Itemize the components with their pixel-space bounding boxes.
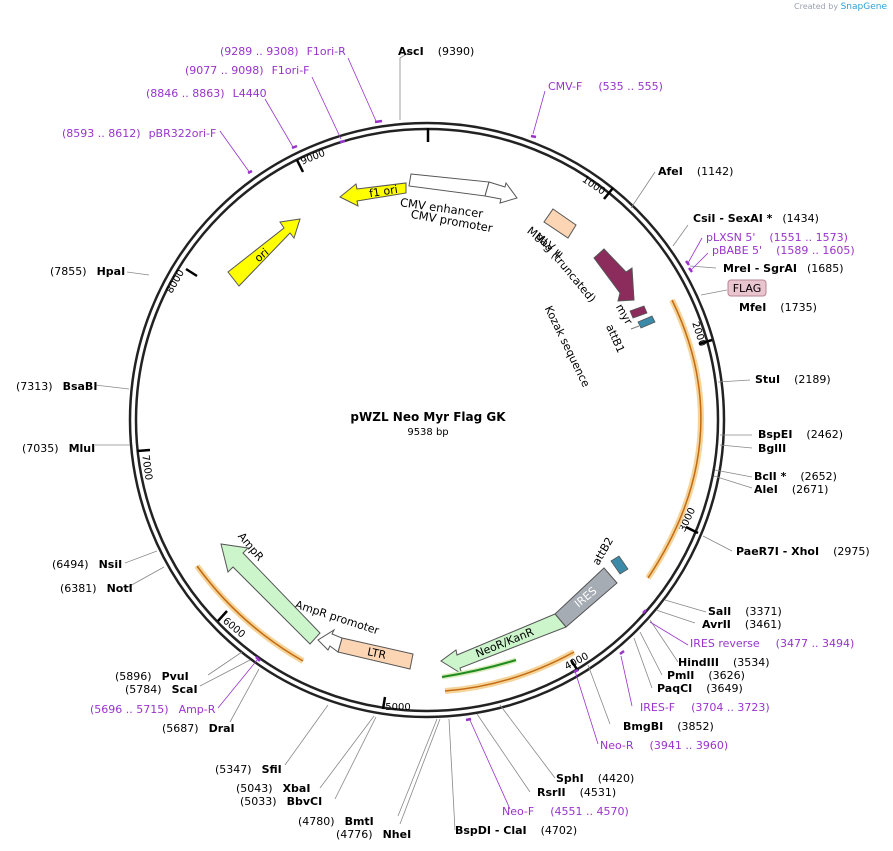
enzyme-label: (7313)BsaBI	[16, 380, 97, 393]
snapgene-logo: SnapGene	[840, 2, 887, 12]
cmv-promoter-arrow	[484, 181, 518, 204]
kozak-marker	[630, 325, 640, 330]
snapgene-credit: Created by SnapGene	[794, 2, 887, 12]
enzyme-label: (5687)DraI	[162, 722, 235, 735]
f1-ori-arrow	[339, 182, 407, 207]
primer-label: (9077 .. 9098)F1ori-F	[185, 64, 310, 77]
leader-lines	[94, 51, 753, 831]
neo-primer-arrow-line	[441, 659, 517, 678]
enzyme-label: PaqCI(3649)	[657, 682, 743, 695]
neor-kanr-arrow	[440, 613, 567, 676]
flag-badge	[727, 279, 767, 297]
flag-label: FLAG	[733, 282, 762, 295]
position-ticks	[136, 128, 713, 710]
ampr-arrow	[220, 543, 321, 645]
enzyme-label: PmlI(3626)	[667, 669, 745, 682]
enzyme-label: (5033)BbvCI	[240, 795, 322, 808]
enzyme-label: (6381)NotI	[60, 582, 133, 595]
enzyme-label: StuI(2189)	[755, 373, 831, 386]
backbone-outer-ring	[128, 121, 726, 719]
primer-leader-lines	[217, 57, 709, 810]
enzyme-label: (5043)XbaI	[236, 782, 310, 795]
enzyme-label: CsiI - SexAI *(1434)	[693, 212, 819, 225]
enzyme-label: (5784)ScaI	[125, 683, 198, 696]
enzyme-label: MfeI(1735)	[739, 301, 817, 314]
enzyme-labels: AscI(9390) AfeI(1142) CsiI - SexAI *(143…	[16, 45, 870, 841]
cmv-enhancer-arrow	[408, 173, 490, 197]
primer-label: pBABE 5'(1589 .. 1605)	[712, 244, 855, 257]
orf-arc-right-line	[647, 299, 702, 579]
enzyme-label: BspDI - ClaI(4702)	[455, 824, 577, 837]
attb2-box	[610, 555, 629, 575]
primer-label: Neo-F(4551 .. 4570)	[502, 805, 629, 818]
enzyme-label: AleI(2671)	[754, 483, 828, 496]
attb1-box	[637, 315, 656, 329]
enzyme-label: RsrII(4531)	[537, 786, 616, 799]
tick-label-7000: 7000	[139, 454, 153, 481]
enzyme-label: BglII	[758, 442, 786, 455]
ampr-promoter-arrow	[317, 628, 343, 653]
tick-label-1000: 1000	[580, 174, 607, 197]
enzyme-label: PaeR7I - XhoI(2975)	[736, 545, 870, 558]
primer-label: IRES-F(3704 .. 3723)	[640, 701, 770, 714]
primer-markers	[247, 119, 693, 722]
ori-arrow	[227, 218, 301, 287]
primer-label: (8846 .. 8863)L4440	[146, 87, 267, 100]
mmlv-psi-box	[543, 208, 577, 239]
enzyme-label: HindIII(3534)	[678, 656, 770, 669]
enzyme-label: (7035)MluI	[22, 442, 95, 455]
primer-label: CMV-F(535 .. 555)	[548, 80, 663, 93]
primer-label: IRES reverse(3477 .. 3494)	[690, 637, 854, 650]
enzyme-label: AvrII(3461)	[702, 618, 781, 631]
enzyme-label: SalI(3371)	[708, 605, 782, 618]
gag-truncated-label: gag (truncated)	[533, 230, 599, 305]
features: f1 ori ori CMV enhancer CMV promoter MML…	[194, 173, 704, 694]
attb1-label: attB1	[603, 322, 627, 355]
primer-label: pLXSN 5'(1551 .. 1573)	[706, 231, 848, 244]
primer-labels: (9289 .. 9308)F1ori-R (9077 .. 9098)F1or…	[62, 45, 855, 818]
enzyme-label: AfeI(1142)	[658, 165, 733, 178]
enzyme-label: BspEI(2462)	[758, 428, 843, 441]
plasmid-length: 9538 bp	[407, 427, 448, 438]
tick-label-5000: 5000	[385, 702, 410, 713]
orf-arc-left-line	[196, 565, 304, 662]
enzyme-label: (7855)HpaI	[50, 265, 125, 278]
gag-arrow	[593, 248, 635, 302]
primer-label: Neo-R(3941 .. 3960)	[600, 739, 728, 752]
enzyme-label: (4776)NheI	[336, 828, 411, 841]
enzyme-label: MreI - SgrAI(1685)	[723, 262, 844, 275]
enzyme-label: SphI(4420)	[556, 772, 634, 785]
enzyme-label: (5896)PvuI	[115, 670, 189, 683]
enzyme-label: BclI *(2652)	[754, 470, 837, 483]
ltr-label: LTR	[366, 645, 388, 662]
enzyme-label: (4780)BmtI	[298, 815, 374, 828]
enzyme-label: BmgBI(3852)	[623, 720, 714, 733]
kozak-label: Kozak sequence	[542, 304, 593, 390]
myr-arrow	[629, 305, 648, 319]
primer-label: (5696 .. 5715)Amp-R	[90, 703, 216, 716]
enzyme-label: (5347)SfiI	[215, 763, 282, 776]
enzyme-label: (6494)NsiI	[52, 558, 122, 571]
orf-arc-bottom-line	[444, 651, 575, 692]
primer-label: (8593 .. 8612)pBR322ori-F	[62, 127, 216, 140]
enzyme-label: AscI(9390)	[398, 45, 474, 58]
f1-ori-label: f1 ori	[368, 183, 398, 200]
plasmid-name: pWZL Neo Myr Flag GK	[350, 410, 506, 424]
primer-label: (9289 .. 9308)F1ori-R	[220, 45, 346, 58]
position-tick-labels: 1000 2000 3000 4000 5000 6000 7000 8000 …	[139, 148, 707, 713]
